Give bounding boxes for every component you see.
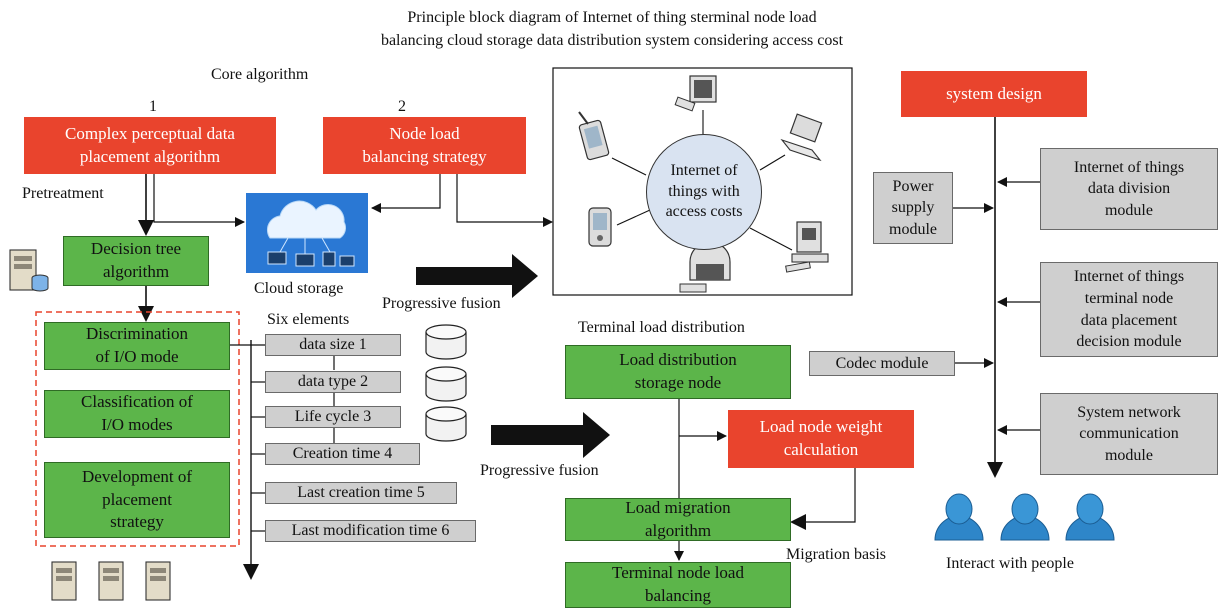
progressive-fusion-mid-label: Progressive fusion [480,462,599,479]
algo2-to-cloud-arrow [371,174,441,213]
server-icon [51,561,77,601]
progressive-fusion-top-label: Progressive fusion [382,295,501,312]
algo2-to-iot-arrow [456,174,553,227]
progressive-fusion-top-arrow [416,254,538,298]
cloud-icon [246,193,368,273]
system-network-box: System network communication module [1040,393,1218,475]
interact-with-people-label: Interact with people [946,555,1074,572]
database-icon [425,324,467,360]
weight-to-migration-arrow [790,468,856,530]
person-icon [934,493,984,541]
power-supply-box: Power supply module [873,172,953,244]
pc-icon [674,75,717,112]
database-icon [425,366,467,402]
pda-icon [588,207,612,247]
io-group-border [35,311,240,547]
server-icon [98,561,124,601]
classification-io-box: Classification of I/O modes [44,390,230,438]
iot-data-division-box: Internet of things data division module [1040,148,1218,230]
terminal-load-label: Terminal load distribution [578,319,745,336]
pretreatment-label: Pretreatment [22,185,104,202]
server-icon [145,561,171,601]
core-algorithm-label: Core algorithm [211,66,309,83]
six-elements-label: Six elements [267,311,350,328]
element-creation-time: Creation time 4 [265,443,420,465]
person-icon [1065,493,1115,541]
node-load-balancing-box: Node load balancing strategy [323,117,526,174]
complex-perceptual-algorithm-box: Complex perceptual data placement algori… [24,117,276,174]
element-last-modification-time: Last modification time 6 [265,520,476,542]
pc-icon [679,241,731,293]
element-last-creation-time: Last creation time 5 [265,482,457,504]
decision-tree-box: Decision tree algorithm [63,236,209,286]
server-icon [9,249,49,292]
element-life-cycle: Life cycle 3 [265,406,401,428]
diagram-title: Principle block diagram of Internet of t… [380,9,844,50]
migration-basis-label: Migration basis [786,546,886,563]
element-data-type: data type 2 [265,371,401,393]
iot-center-circle: Internet of things with access costs [646,134,762,250]
terminal-balancing-box: Terminal node load balancing [565,562,791,608]
iot-placement-decision-box: Internet of things terminal node data pl… [1040,262,1218,357]
discrimination-io-box: Discrimination of I/O mode [44,322,230,370]
laptop-icon [780,113,823,162]
algo1-to-cloud-arrow [153,174,245,227]
development-strategy-box: Development of placement strategy [44,462,230,538]
system-design-box: system design [901,71,1087,117]
algorithm-number-1: 1 [149,98,157,115]
database-icon [425,406,467,442]
desktop-icon [785,221,829,273]
codec-module-box: Codec module [809,351,955,376]
progressive-fusion-mid-arrow [491,412,610,458]
load-distribution-storage-box: Load distribution storage node [565,345,791,399]
cloud-storage-label: Cloud storage [254,280,344,297]
element-data-size: data size 1 [265,334,401,356]
phone-icon [578,111,610,161]
person-icon [1000,493,1050,541]
load-migration-box: Load migration algorithm [565,498,791,541]
algorithm-number-2: 2 [398,98,406,115]
load-node-weight-box: Load node weight calculation [728,410,914,468]
